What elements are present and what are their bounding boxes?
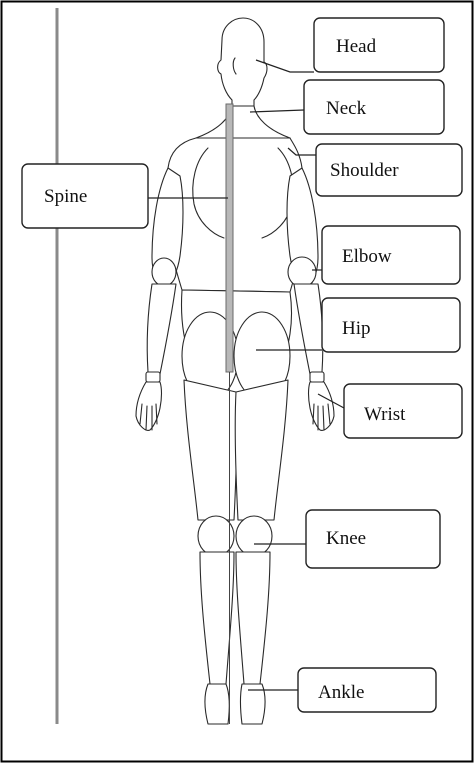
right-shin: [236, 552, 270, 684]
left-forearm: [147, 284, 176, 374]
label-hip-text: Hip: [342, 318, 371, 339]
left-knee-joint: [198, 516, 234, 556]
torso-shape: [165, 138, 305, 292]
label-knee-text: Knee: [326, 528, 366, 549]
left-foot: [205, 684, 229, 724]
label-knee: Knee: [306, 510, 440, 568]
label-shoulder-text: Shoulder: [330, 160, 399, 181]
label-neck: Neck: [304, 80, 444, 134]
left-thigh: [184, 380, 237, 520]
left-shin: [200, 552, 234, 684]
label-neck-text: Neck: [326, 98, 367, 119]
label-elbow-text: Elbow: [342, 246, 392, 267]
left-elbow-joint: [152, 258, 176, 286]
head-shape: [218, 18, 267, 106]
label-wrist-text: Wrist: [364, 404, 406, 425]
label-ankle-text: Ankle: [318, 682, 364, 703]
right-wrist-band: [310, 372, 324, 382]
label-head-text: Head: [336, 36, 377, 57]
label-elbow: Elbow: [322, 226, 460, 284]
neck-leader: [250, 110, 304, 112]
right-elbow-joint: [288, 257, 316, 287]
label-spine: Spine: [22, 164, 148, 228]
right-forearm: [294, 284, 323, 374]
label-wrist: Wrist: [344, 384, 462, 438]
right-thigh: [235, 380, 288, 520]
label-hip: Hip: [322, 298, 460, 352]
label-head: Head: [314, 18, 444, 72]
right-knee-joint: [236, 516, 272, 556]
left-wrist-band: [146, 372, 160, 382]
spine-rod: [226, 104, 233, 372]
label-ankle: Ankle: [298, 668, 436, 712]
label-shoulder: Shoulder: [316, 144, 462, 196]
label-spine-text: Spine: [44, 186, 87, 207]
